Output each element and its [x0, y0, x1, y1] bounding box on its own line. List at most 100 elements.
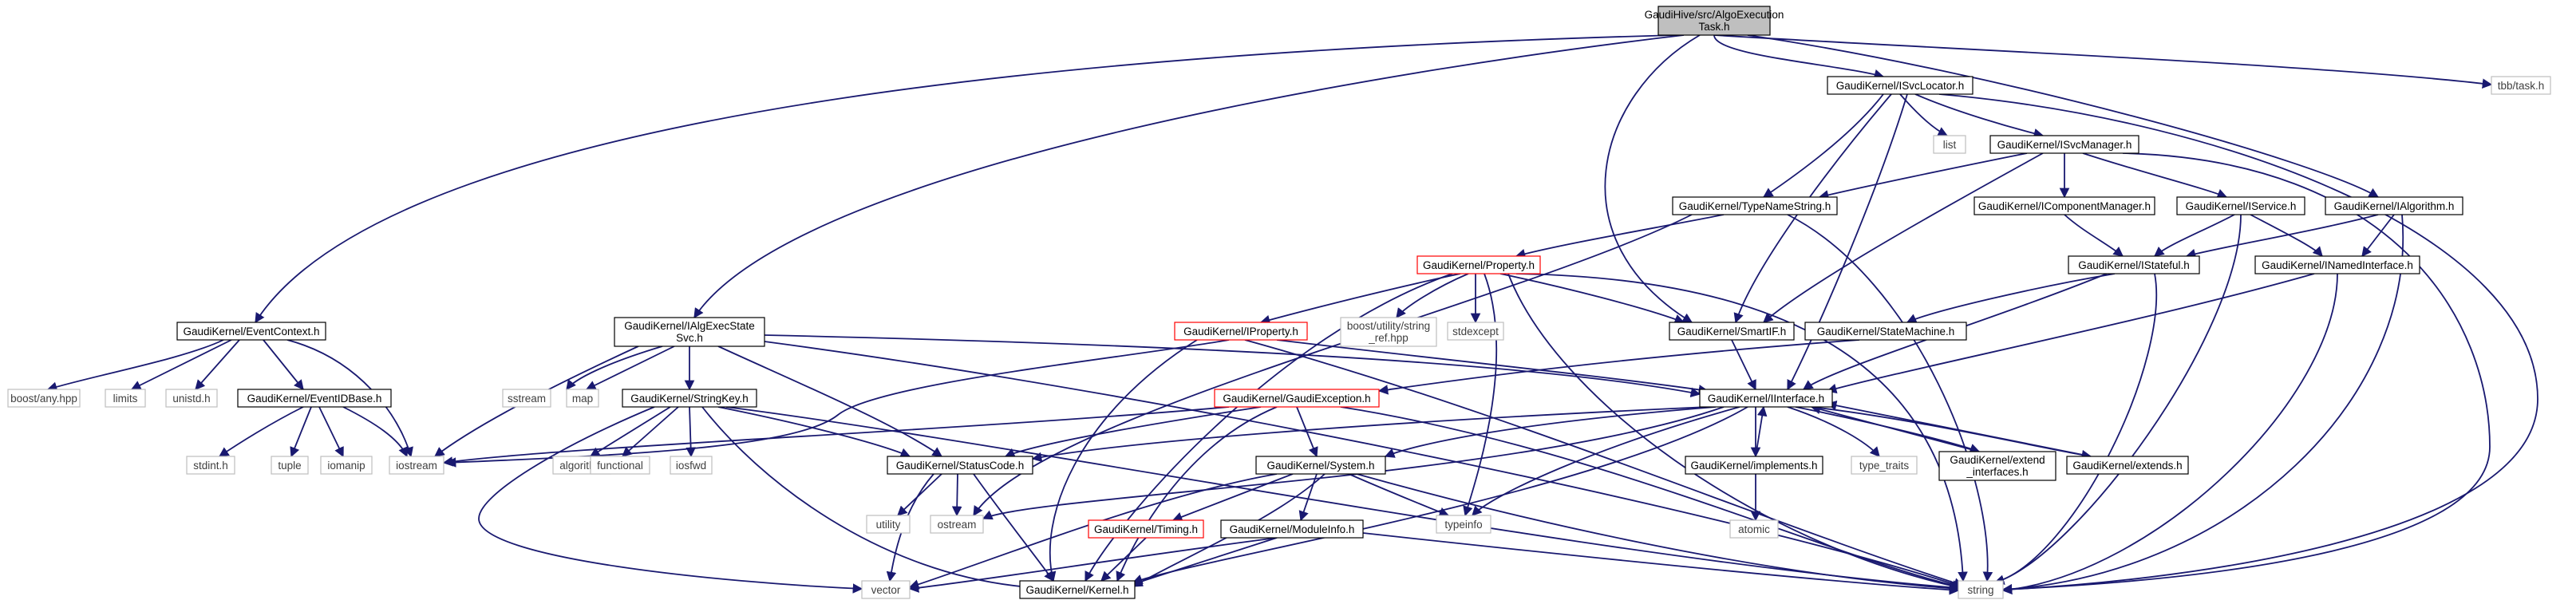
include-edge — [725, 406, 1960, 593]
node-tbb-task[interactable]: tbb/task.h — [2491, 76, 2551, 95]
include-edge — [445, 339, 1230, 468]
include-edge — [701, 406, 1031, 592]
node-extends[interactable]: GaudiKernel/extends.h — [2066, 456, 2189, 475]
include-edge — [1396, 273, 1469, 318]
node-statuscode[interactable]: GaudiKernel/StatusCode.h — [887, 456, 1033, 475]
include-edge — [1377, 339, 1860, 395]
include-edge — [585, 345, 675, 390]
include-edge — [1031, 406, 1709, 463]
include-edge — [478, 406, 863, 594]
include-edge — [1463, 273, 1498, 517]
node-moduleinfo[interactable]: GaudiKernel/ModuleInfo.h — [1220, 519, 1364, 539]
include-edge — [717, 345, 943, 457]
node-implements[interactable]: GaudiKernel/implements.h — [1685, 456, 1823, 475]
node-label: utility — [876, 519, 901, 531]
node-sstream[interactable]: sstream — [502, 389, 551, 408]
include-edge — [1085, 273, 1453, 582]
node-label: unistd.h — [172, 393, 210, 405]
node-label: GaudiKernel/StateMachine.h — [1817, 326, 1955, 338]
node-stdint[interactable]: stdint.h — [186, 456, 235, 475]
include-edge — [1826, 401, 2092, 457]
include-edge — [1787, 406, 1880, 457]
include-edge — [1762, 93, 1884, 198]
node-type-traits[interactable]: type_traits — [1851, 456, 1918, 475]
node-istateful[interactable]: GaudiKernel/IStateful.h — [2068, 255, 2200, 274]
node-iservice[interactable]: GaudiKernel/IService.h — [2176, 196, 2305, 215]
node-string[interactable]: string — [1958, 580, 2004, 599]
node-ialgorithm[interactable]: GaudiKernel/IAlgorithm.h — [2325, 196, 2463, 215]
node-ialgexecstatesvc[interactable]: GaudiKernel/IAlgExecState Svc.h — [614, 317, 765, 347]
node-iinterface[interactable]: GaudiKernel/IInterface.h — [1699, 389, 1833, 408]
node-eventcontext[interactable]: GaudiKernel/EventContext.h — [176, 322, 326, 341]
node-label: sstream — [508, 393, 546, 405]
node-stdexcept[interactable]: stdexcept — [1447, 322, 1504, 341]
node-icomponentmanager[interactable]: GaudiKernel/IComponentManager.h — [1973, 196, 2155, 215]
node-tuple[interactable]: tuple — [271, 456, 309, 475]
include-edge — [1993, 214, 2242, 585]
node-iomanip[interactable]: iomanip — [320, 456, 373, 475]
node-label: GaudiKernel/IService.h — [2186, 200, 2297, 212]
include-edge — [1515, 273, 1968, 582]
node-unistd[interactable]: unistd.h — [165, 389, 218, 408]
include-edge — [1713, 34, 2493, 89]
node-iostream[interactable]: iostream — [389, 456, 444, 475]
node-utility[interactable]: utility — [866, 515, 911, 534]
node-vector[interactable]: vector — [861, 580, 911, 599]
node-system[interactable]: GaudiKernel/System.h — [1255, 456, 1386, 475]
include-edge — [195, 339, 240, 390]
include-edge — [1499, 273, 1685, 324]
node-eventidbase[interactable]: GaudiKernel/EventIDBase.h — [237, 389, 392, 408]
node-label: GaudiHive/src/AlgoExecution — [1645, 9, 1784, 21]
include-edge — [255, 34, 1677, 324]
node-functional-box[interactable]: functional — [590, 456, 650, 475]
include-edge — [1810, 404, 1980, 452]
include-edge — [1116, 406, 1278, 582]
include-edge — [263, 339, 304, 390]
include-edge — [1507, 273, 1960, 590]
node-label: GaudiKernel/implements.h — [1690, 460, 1817, 472]
node-label: string — [1967, 584, 1993, 596]
node-label: iosfwd — [676, 460, 706, 472]
node-atomic[interactable]: atomic — [1729, 519, 1779, 539]
node-root-algoexecutiontask[interactable]: GaudiHive/src/AlgoExecution Task.h — [1645, 6, 1784, 36]
node-label: vector — [871, 584, 901, 596]
node-boost-any[interactable]: boost/any.hpp — [7, 389, 81, 408]
node-timing[interactable]: GaudiKernel/Timing.h — [1088, 519, 1204, 539]
node-inamedinterface[interactable]: GaudiKernel/INamedInterface.h — [2254, 255, 2420, 274]
node-statemachine[interactable]: GaudiKernel/StateMachine.h — [1804, 322, 1967, 341]
node-typeinfo[interactable]: typeinfo — [1436, 515, 1491, 534]
node-typenamestring[interactable]: GaudiKernel/TypeNameString.h — [1672, 196, 1838, 215]
node-label: GaudiKernel/Property.h — [1423, 259, 1535, 271]
node-isvclocator[interactable]: GaudiKernel/ISvcLocator.h — [1827, 76, 1973, 95]
node-list[interactable]: list — [1933, 135, 1966, 154]
node-extend-interfaces[interactable]: GaudiKernel/extend _interfaces.h — [1938, 451, 2056, 481]
include-edge — [2185, 214, 2379, 259]
node-ostream[interactable]: ostream — [930, 515, 984, 534]
include-edge — [1244, 339, 1965, 588]
include-edge — [290, 406, 312, 458]
node-property[interactable]: GaudiKernel/Property.h — [1416, 255, 1541, 274]
node-smartif[interactable]: GaudiKernel/SmartIF.h — [1669, 322, 1795, 341]
node-boost-string-ref[interactable]: boost/utility/string _ref.hpp — [1340, 317, 1437, 347]
include-edge — [1938, 93, 2538, 594]
node-gaudiexception[interactable]: GaudiKernel/GaudiException.h — [1214, 389, 1380, 408]
node-label: iomanip — [327, 460, 365, 472]
node-label: GaudiKernel/ModuleInfo.h — [1230, 523, 1355, 535]
node-kernel[interactable]: GaudiKernel/Kernel.h — [1019, 580, 1136, 599]
node-label: type_traits — [1859, 460, 1910, 472]
node-iproperty[interactable]: GaudiKernel/IProperty.h — [1174, 322, 1308, 341]
node-iosfwd[interactable]: iosfwd — [670, 456, 713, 475]
node-label: tuple — [278, 460, 301, 472]
include-edge — [622, 406, 679, 457]
node-label: atomic — [1738, 523, 1770, 535]
include-edge — [1763, 152, 2044, 323]
node-stringkey[interactable]: GaudiKernel/StringKey.h — [622, 389, 757, 408]
include-edge — [2001, 152, 2491, 594]
include-edge — [1298, 473, 1318, 522]
node-map[interactable]: map — [566, 389, 599, 408]
include-edge — [908, 473, 1278, 590]
include-edge — [951, 473, 962, 517]
node-isvcmanager[interactable]: GaudiKernel/ISvcManager.h — [1989, 135, 2139, 154]
node-label: GaudiKernel/StatusCode.h — [896, 460, 1025, 472]
node-limits[interactable]: limits — [105, 389, 146, 408]
